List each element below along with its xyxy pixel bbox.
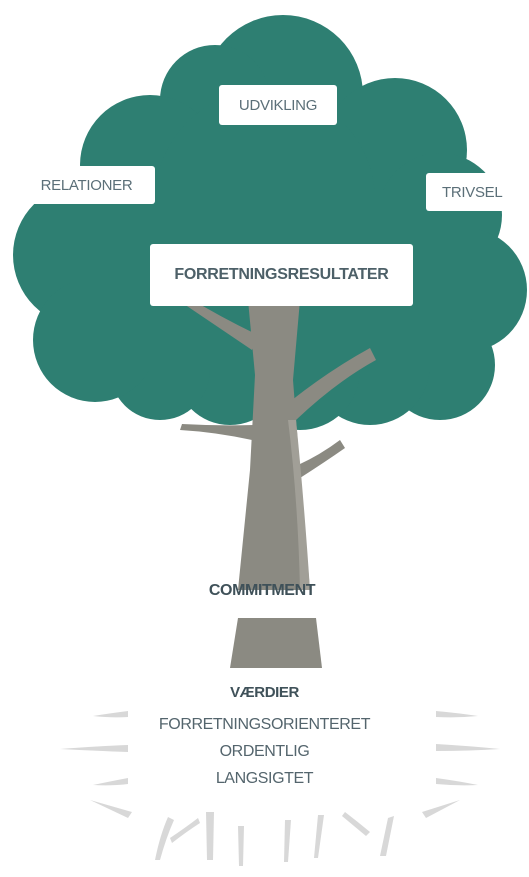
value-item: ORDENTLIG bbox=[219, 743, 310, 760]
label-box-forretningsresultater: FORRETNINGSRESULTATER bbox=[150, 244, 413, 306]
value-item: FORRETNINGSORIENTERET bbox=[158, 716, 371, 733]
label-box-relationer: RELATIONER bbox=[18, 166, 155, 204]
trivsel-label: TRIVSEL bbox=[442, 183, 503, 201]
forretningsresultater-label: FORRETNINGSRESULTATER bbox=[174, 266, 389, 283]
udvikling-label: UDVIKLING bbox=[238, 96, 318, 114]
commitment-label: COMMITMENT bbox=[208, 582, 316, 599]
tree-roots bbox=[60, 711, 500, 866]
values-heading: VÆRDIER bbox=[230, 684, 299, 701]
tree-trunk bbox=[178, 296, 376, 668]
relationer-label: RELATIONER bbox=[40, 176, 133, 194]
label-box-trivsel: TRIVSEL bbox=[426, 173, 529, 211]
label-box-udvikling: UDVIKLING bbox=[219, 85, 337, 125]
value-item: LANGSIGTET bbox=[215, 770, 314, 787]
